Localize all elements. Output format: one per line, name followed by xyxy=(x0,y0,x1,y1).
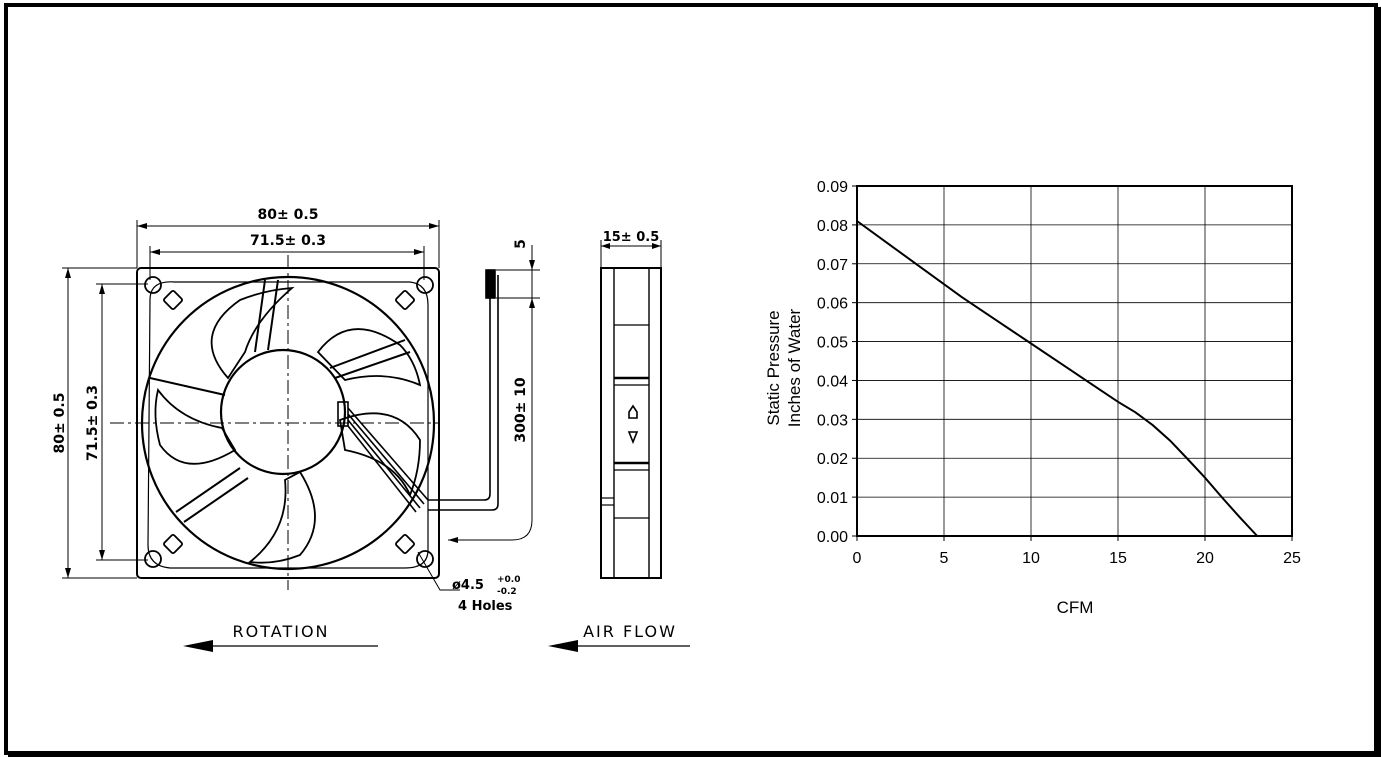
fan-blade xyxy=(210,286,295,380)
chart-grid xyxy=(852,185,1293,541)
rotation-arrow-icon xyxy=(183,640,213,652)
x-tick-label: 5 xyxy=(940,550,949,567)
spec-sheet-frame xyxy=(4,3,1378,755)
wire-trace xyxy=(347,425,417,513)
corner-pad xyxy=(163,534,183,554)
dim-wire-length: 300± 10 xyxy=(513,377,529,443)
mounting-hole-bottom-right xyxy=(416,550,434,568)
plot-area-border xyxy=(856,185,1293,537)
rotation-marker-icon xyxy=(627,431,639,445)
corner-pad xyxy=(163,290,183,310)
pressure-curve xyxy=(856,220,1258,537)
lead-wire-bundle xyxy=(337,269,499,513)
mounting-holes xyxy=(144,276,434,568)
mounting-hole-top-left xyxy=(144,276,162,294)
side-view-outline xyxy=(600,267,662,579)
dim-width-inner: 71.5± 0.3 xyxy=(250,233,326,249)
y-tick-label: 0.04 xyxy=(817,373,848,390)
fan-strut xyxy=(334,351,411,379)
mounting-hole-bottom-left xyxy=(144,550,162,568)
corner-pad xyxy=(395,290,415,310)
fan-blade xyxy=(316,328,422,387)
pressure-flow-chart: 0.00 0.01 0.02 0.03 0.04 0.05 0.06 0.07 0.08 0.09… xyxy=(764,179,1301,617)
dim-height-outer: 80± 0.5 xyxy=(52,393,68,454)
fan-hub xyxy=(219,348,347,476)
fan-front-view xyxy=(110,255,499,590)
stripped-wire-end xyxy=(485,269,496,299)
airflow-indicator: AIR FLOW xyxy=(548,622,690,652)
airflow-arrow-icon xyxy=(548,640,578,652)
y-tick-label: 0.08 xyxy=(817,218,848,235)
x-tick-label: 0 xyxy=(853,550,862,567)
y-tick-label: 0.05 xyxy=(817,335,848,352)
fan-strut xyxy=(267,279,279,351)
fan-strut xyxy=(329,339,406,369)
hole-count-label: 4 Holes xyxy=(458,599,513,614)
hole-diameter-label: ø4.5 xyxy=(452,578,484,593)
fan-side-view xyxy=(600,240,662,579)
external-lead-wire xyxy=(428,275,499,511)
external-lead-wire xyxy=(428,275,491,501)
y-tick-label: 0.02 xyxy=(817,451,848,468)
wire-trace xyxy=(347,419,421,509)
fan-blade xyxy=(154,387,237,465)
dim-height-inner: 71.5± 0.3 xyxy=(85,385,101,461)
fan-strut xyxy=(254,279,266,353)
y-tick-label: 0.07 xyxy=(817,257,848,274)
fan-blades xyxy=(154,286,422,564)
rotation-indicator: ROTATION xyxy=(183,622,378,652)
dim-strip-length: 5 xyxy=(513,239,529,249)
fan-strut xyxy=(149,377,226,396)
x-tick-labels: 0 5 10 15 20 25 xyxy=(853,550,1301,567)
centerlines xyxy=(110,255,440,590)
y-tick-label: 0.09 xyxy=(817,179,848,196)
corner-pad xyxy=(395,534,415,554)
front-dimension-arrows xyxy=(65,223,535,578)
fan-strut xyxy=(175,467,241,513)
fan-strut xyxy=(183,477,249,523)
wire-trace xyxy=(347,407,429,501)
y-axis-label-line2: Inches of Water xyxy=(785,308,804,427)
y-tick-label: 0.06 xyxy=(817,296,848,313)
hole-tolerance-upper: +0.0 xyxy=(497,575,520,585)
y-axis-label-line1: Static Pressure xyxy=(764,310,783,425)
side-dimension-arrows xyxy=(601,243,661,249)
y-tick-label: 0.03 xyxy=(817,412,848,429)
x-tick-label: 25 xyxy=(1283,550,1301,567)
x-tick-label: 15 xyxy=(1109,550,1127,567)
y-tick-label: 0.01 xyxy=(817,490,848,507)
x-tick-label: 10 xyxy=(1022,550,1040,567)
rotation-label: ROTATION xyxy=(233,622,330,641)
x-axis-label: CFM xyxy=(1057,598,1094,617)
fan-blade xyxy=(338,412,421,498)
front-dimension-lines xyxy=(62,220,540,591)
airflow-marker-icon xyxy=(628,404,638,419)
fan-blade xyxy=(247,470,316,564)
y-tick-labels: 0.00 0.01 0.02 0.03 0.04 0.05 0.06 0.07 0.08 0.09 xyxy=(817,179,848,546)
wire-trace xyxy=(347,413,425,505)
dim-thickness: 15± 0.5 xyxy=(603,230,660,245)
fan-struts xyxy=(149,279,411,523)
airflow-label: AIR FLOW xyxy=(583,622,677,641)
y-tick-label: 0.00 xyxy=(817,529,848,546)
mounting-hole-top-right xyxy=(416,276,434,294)
x-tick-label: 20 xyxy=(1196,550,1214,567)
hole-tolerance-lower: -0.2 xyxy=(497,587,517,597)
dim-width-outer: 80± 0.5 xyxy=(258,207,319,223)
